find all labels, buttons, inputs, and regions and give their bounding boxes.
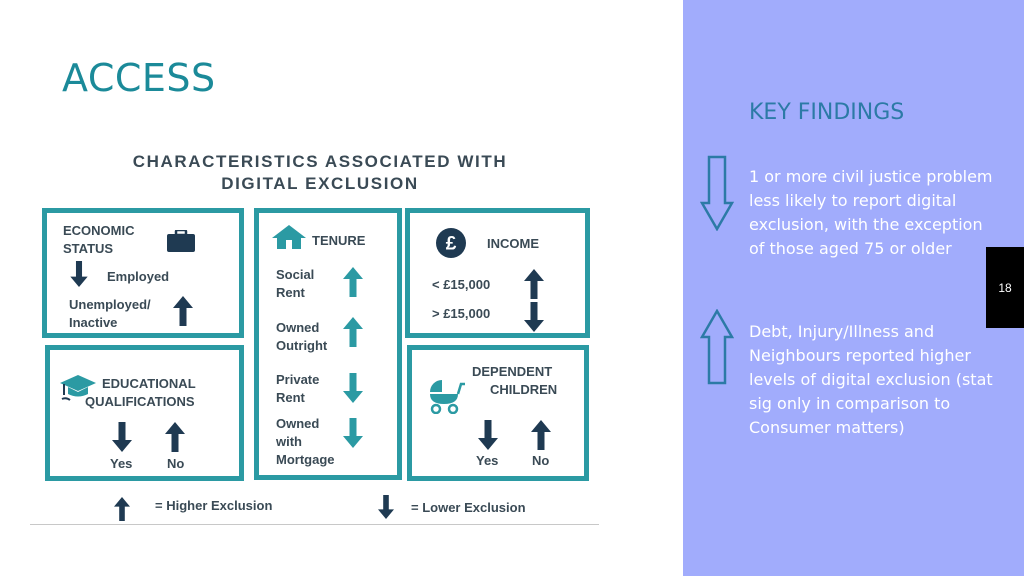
svg-text:£: £ — [446, 234, 457, 255]
social-rent-higher-arrow-icon — [343, 267, 363, 297]
children-heading-line1: DEPENDENT — [472, 364, 553, 379]
children-no-label: No — [532, 453, 550, 468]
owned-mortgage-line1: Owned — [276, 416, 320, 431]
infographic-title: CHARACTERISTICS ASSOCIATED WITH DIGITAL … — [30, 151, 610, 195]
infographic-title-line1: CHARACTERISTICS ASSOCIATED WITH — [132, 152, 508, 171]
owned-outright-line1: Owned — [276, 320, 320, 335]
unemployed-label-line2: Inactive — [69, 315, 118, 330]
briefcase-icon — [167, 230, 195, 252]
education-heading-line2: QUALIFICATIONS — [85, 394, 195, 409]
finding-higher-exclusion: Debt, Injury/Illness and Neighbours repo… — [749, 322, 993, 437]
up-arrow-outline-icon — [700, 309, 734, 385]
children-heading-line2: CHILDREN — [490, 382, 558, 397]
dependent-children-box: DEPENDENT CHILDREN Yes No — [407, 345, 589, 481]
employed-label: Employed — [107, 269, 170, 284]
legend-lower-label: = Lower Exclusion — [411, 500, 526, 515]
pram-icon — [428, 378, 466, 414]
private-rent-lower-arrow-icon — [343, 373, 363, 403]
private-rent-line2: Rent — [276, 390, 305, 405]
owned-mortgage-lower-arrow-icon — [343, 418, 363, 448]
education-no-higher-arrow-icon — [165, 422, 185, 452]
tenure-heading: TENURE — [312, 233, 366, 248]
economic-status-box: ECONOMIC STATUS Employed Unemployed/ Ina… — [42, 208, 244, 338]
income-box: £ INCOME < £15,000 > £15,000 — [405, 208, 590, 338]
social-rent-line1: Social — [276, 267, 315, 282]
down-arrow-outline-icon — [700, 155, 734, 231]
income-high-label: > £15,000 — [432, 306, 491, 321]
income-low-label: < £15,000 — [432, 277, 491, 292]
legend-higher-label: = Higher Exclusion — [155, 498, 273, 513]
income-high-lower-arrow-icon — [524, 302, 544, 332]
graduation-cap-icon — [60, 375, 96, 401]
finding-lower-exclusion: 1 or more civil justice problem less lik… — [749, 167, 993, 258]
divider-line — [30, 524, 599, 525]
infographic-title-line2: DIGITAL EXCLUSION — [221, 174, 419, 193]
key-findings-heading: KEY FINDINGS — [749, 100, 905, 125]
owned-mortgage-line3: Mortgage — [276, 452, 335, 467]
employed-lower-arrow-icon — [69, 261, 89, 287]
pound-coin-icon: £ — [436, 228, 466, 258]
legend-higher-arrow-icon — [114, 497, 130, 521]
education-yes-lower-arrow-icon — [112, 422, 132, 452]
page-number: 18 — [986, 247, 1024, 328]
slide-title: ACCESS — [62, 56, 216, 100]
unemployed-higher-arrow-icon — [173, 296, 193, 326]
children-yes-lower-arrow-icon — [478, 420, 498, 450]
owned-outright-line2: Outright — [276, 338, 328, 353]
education-no-label: No — [167, 456, 185, 471]
private-rent-line1: Private — [276, 372, 320, 387]
owned-mortgage-line2: with — [276, 434, 302, 449]
house-icon — [272, 225, 306, 249]
social-rent-line2: Rent — [276, 285, 305, 300]
income-low-higher-arrow-icon — [524, 269, 544, 299]
digital-exclusion-infographic: CHARACTERISTICS ASSOCIATED WITH DIGITAL … — [30, 145, 600, 527]
education-heading-line1: EDUCATIONAL — [102, 376, 196, 391]
education-yes-label: Yes — [110, 456, 133, 471]
income-heading: INCOME — [487, 236, 539, 251]
economic-heading-line2: STATUS — [63, 241, 114, 256]
education-box: EDUCATIONAL QUALIFICATIONS Yes No — [45, 345, 244, 481]
children-yes-label: Yes — [476, 453, 499, 468]
children-no-higher-arrow-icon — [531, 420, 551, 450]
owned-outright-higher-arrow-icon — [343, 317, 363, 347]
legend-lower-arrow-icon — [378, 495, 394, 519]
unemployed-label-line1: Unemployed/ — [69, 297, 151, 312]
economic-heading-line1: ECONOMIC — [63, 223, 135, 238]
key-findings-panel: KEY FINDINGS 1 or more civil justice pro… — [683, 0, 1024, 576]
tenure-box: TENURE Social Rent Owned Outright Privat… — [254, 208, 402, 480]
